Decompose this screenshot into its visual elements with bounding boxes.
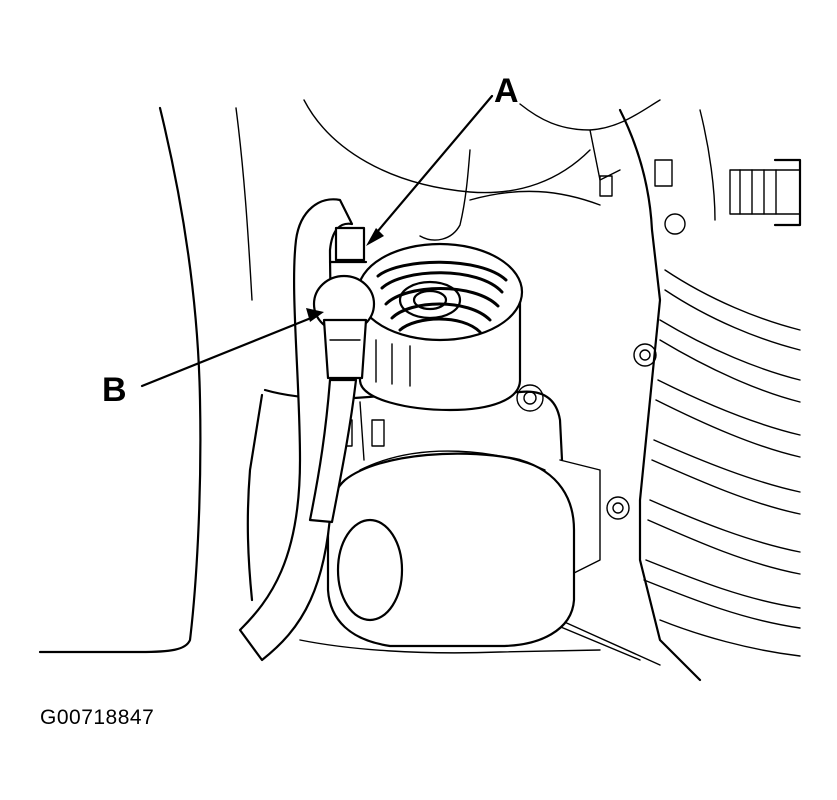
callout-b-label: B [102,371,127,409]
upper-housing [303,99,661,241]
engine-block [599,108,802,682]
oil-cooler [356,242,524,412]
left-bay-panel [38,106,253,654]
hose-connector [308,274,376,524]
callout-leaders [140,94,494,388]
cooling-fins [643,269,801,657]
callout-a-label: A [494,72,519,110]
figure-id-caption: G00718847 [40,706,155,729]
oil-filter [326,450,576,648]
